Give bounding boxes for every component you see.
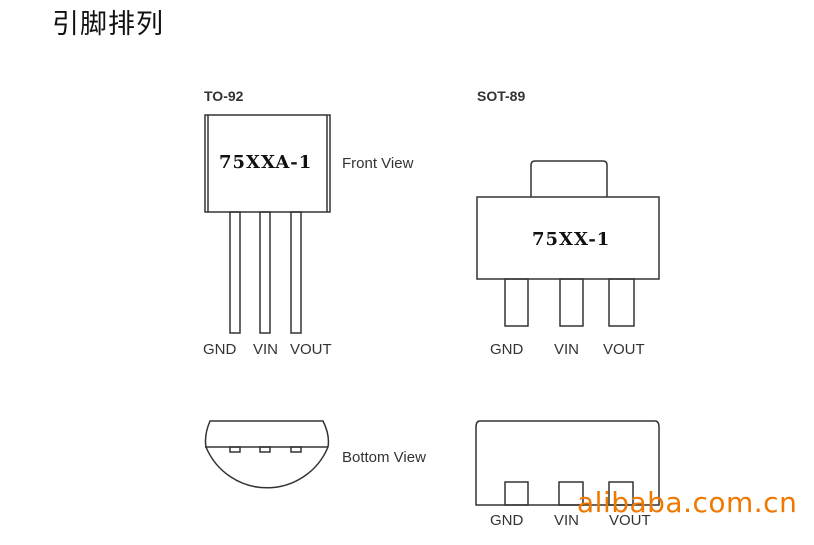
to92-pin-vout: VOUT [290, 341, 332, 358]
to92-pin-vin: VIN [253, 341, 279, 358]
sot89-bottom-pin-vin: VIN [554, 512, 580, 529]
to92-bottom-view [204, 420, 330, 489]
to92-marking: 75XXA-1 [219, 152, 313, 173]
sot89-bottom-body [475, 420, 660, 506]
bottom-view-label: Bottom View [342, 449, 426, 466]
to92-leads [229, 211, 302, 334]
to92-pin-gnd: GND [203, 341, 237, 358]
sot89-pin-gnd: GND [490, 341, 524, 358]
sot89-pin-vin: VIN [554, 341, 580, 358]
sot89-bottom-pin-vout: VOUT [609, 512, 651, 529]
page-title: 引脚排列 [52, 9, 164, 40]
sot89-package-title: SOT-89 [477, 88, 526, 104]
sot89-front-body [476, 160, 660, 327]
sot89-bottom-pin-gnd: GND [490, 512, 524, 529]
to92-package-title: TO-92 [204, 88, 244, 104]
sot89-marking: 75XX-1 [532, 229, 611, 250]
front-view-label: Front View [342, 155, 414, 172]
watermark: alibaba.com.cn [577, 486, 798, 519]
sot89-pin-vout: VOUT [603, 341, 645, 358]
